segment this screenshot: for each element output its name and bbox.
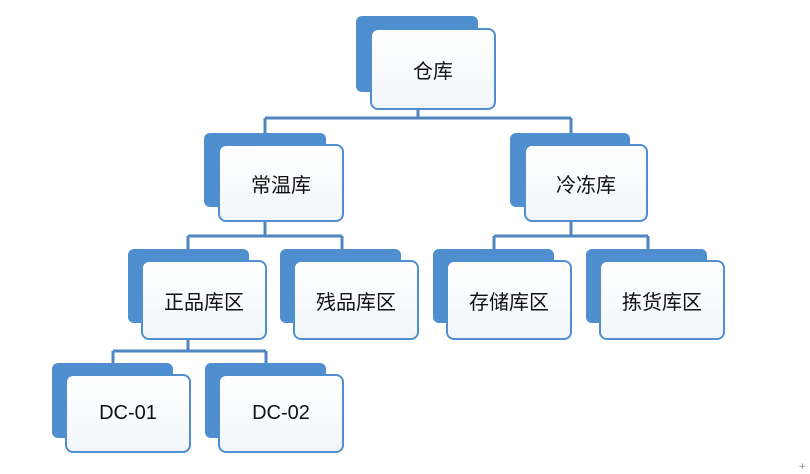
node-storage-area: 存储库区 [433, 249, 572, 340]
node-warehouse: 仓库 [356, 16, 496, 110]
node-label: 冷冻库 [556, 172, 616, 197]
node-label: 仓库 [413, 58, 453, 83]
node-label: 存储库区 [469, 289, 549, 314]
node-normal-temp: 常温库 [204, 133, 344, 222]
node-defective-area: 残品库区 [280, 249, 419, 340]
node-label: DC-02 [252, 402, 310, 424]
node-dc01: DC-01 [52, 363, 191, 453]
node-label: 正品库区 [164, 289, 244, 314]
node-label: 残品库区 [316, 289, 396, 314]
node-picking-area: 拣货库区 [586, 249, 725, 340]
node-label: 拣货库区 [622, 289, 702, 314]
node-label: DC-01 [99, 402, 157, 424]
node-frozen: 冷冻库 [510, 133, 648, 222]
node-dc02: DC-02 [205, 363, 344, 453]
corner-mark: + [798, 462, 806, 472]
node-label: 常温库 [251, 172, 311, 197]
node-genuine-area: 正品库区 [128, 249, 267, 340]
